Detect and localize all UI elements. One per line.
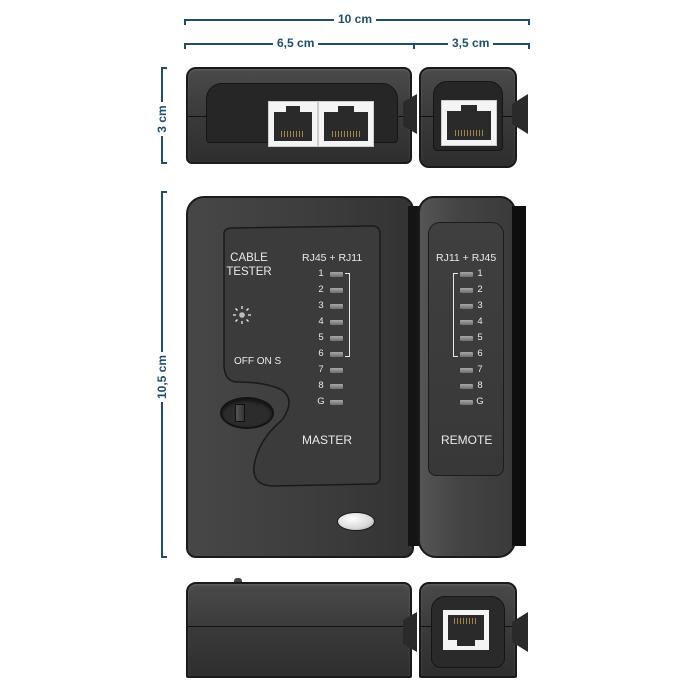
port-pins	[331, 131, 361, 137]
led-indicator	[460, 384, 473, 389]
switch-nub	[234, 578, 242, 584]
rj45-port-1	[268, 101, 318, 147]
remote-connector-label: RJ11 + RJ45	[436, 252, 497, 264]
dimension-tick	[413, 43, 415, 49]
pin-label: 5	[318, 332, 324, 343]
port-pins	[454, 130, 484, 136]
led-indicator	[330, 304, 343, 309]
led-indicator	[330, 400, 343, 405]
unit-gap	[408, 206, 420, 546]
led-indicator	[330, 368, 343, 373]
pin-label: 4	[477, 316, 483, 327]
led-indicator	[460, 336, 473, 341]
latch-clip	[403, 94, 417, 134]
pin-label: G	[476, 396, 484, 407]
master-connector-label: RJ45 + RJ11	[302, 252, 363, 264]
rj11-bracket	[345, 273, 350, 357]
pin-label: 7	[318, 364, 324, 375]
led-indicator	[460, 400, 473, 405]
port-pins	[454, 618, 478, 624]
remote-label-area	[428, 222, 504, 476]
port-pins	[280, 131, 306, 137]
switch-knob[interactable]	[235, 404, 245, 422]
switch-label: OFF ON S	[234, 356, 282, 367]
port-cavity	[324, 112, 368, 141]
dimension-tick	[528, 19, 530, 25]
rj11-bracket	[453, 273, 458, 357]
remote-bottom-body	[419, 582, 517, 678]
pin-label: 1	[318, 268, 324, 279]
led-indicator	[330, 272, 343, 277]
power-light-icon	[233, 306, 251, 324]
rj45-port-remote	[441, 100, 497, 146]
port-notch	[285, 106, 301, 114]
pin-label: 1	[477, 268, 483, 279]
pin-label: 5	[477, 332, 483, 343]
latch-clip	[512, 94, 528, 134]
pin-label: 2	[318, 284, 324, 295]
remote-unit-label: REMOTE	[441, 433, 493, 447]
led-indicator	[330, 352, 343, 357]
rj11-port	[443, 610, 489, 650]
master-label-area	[223, 225, 381, 487]
port-cavity	[448, 615, 484, 640]
dimension-tick	[184, 43, 186, 49]
pin-label: 8	[318, 380, 324, 391]
pin-label: 6	[318, 348, 324, 359]
dimension-label-master-width: 6,5 cm	[273, 36, 319, 50]
latch-clip	[403, 612, 417, 652]
latch-clip	[512, 612, 528, 652]
master-top-body	[186, 67, 412, 164]
dimension-label-total-width: 10 cm	[334, 12, 377, 26]
pin-label: 7	[477, 364, 483, 375]
port-notch	[337, 106, 355, 114]
led-indicator	[330, 288, 343, 293]
led-indicator	[460, 352, 473, 357]
led-indicator	[330, 320, 343, 325]
pin-label: 2	[477, 284, 483, 295]
dimension-tick	[184, 19, 186, 25]
master-unit-label: MASTER	[302, 433, 353, 447]
dimension-tick	[161, 191, 167, 193]
master-bottom-body	[186, 582, 412, 678]
test-button[interactable]	[337, 512, 375, 531]
dimension-label-remote-width: 3,5 cm	[448, 36, 494, 50]
led-indicator	[460, 272, 473, 277]
pin-label: 3	[477, 300, 483, 311]
pin-label: 3	[318, 300, 324, 311]
rj45-port-2	[318, 101, 374, 147]
pin-label: 6	[477, 348, 483, 359]
title-tester: TESTER	[226, 266, 272, 278]
led-indicator	[460, 304, 473, 309]
dimension-tick	[161, 67, 167, 69]
power-switch[interactable]	[220, 397, 274, 429]
pin-label: 4	[318, 316, 324, 327]
led-indicator	[330, 336, 343, 341]
led-indicator	[330, 384, 343, 389]
port-notch	[460, 105, 478, 113]
dimension-label-length: 10,5 cm	[151, 352, 173, 402]
port-cavity	[274, 112, 312, 141]
dimension-line	[184, 43, 530, 45]
led-indicator	[460, 288, 473, 293]
dimension-tick	[161, 162, 167, 164]
port-notch	[457, 638, 475, 646]
body-seam	[188, 626, 410, 627]
led-indicator	[460, 368, 473, 373]
pin-label: 8	[477, 380, 483, 391]
led-indicator	[460, 320, 473, 325]
pin-label: G	[317, 396, 325, 407]
port-cavity	[447, 111, 491, 140]
title-cable: CABLE	[230, 252, 268, 264]
remote-top-body	[419, 67, 517, 168]
dimension-tick	[528, 43, 530, 49]
dimension-label-height: 3 cm	[151, 102, 173, 136]
dimension-tick	[161, 556, 167, 558]
remote-side-rail	[512, 206, 526, 546]
